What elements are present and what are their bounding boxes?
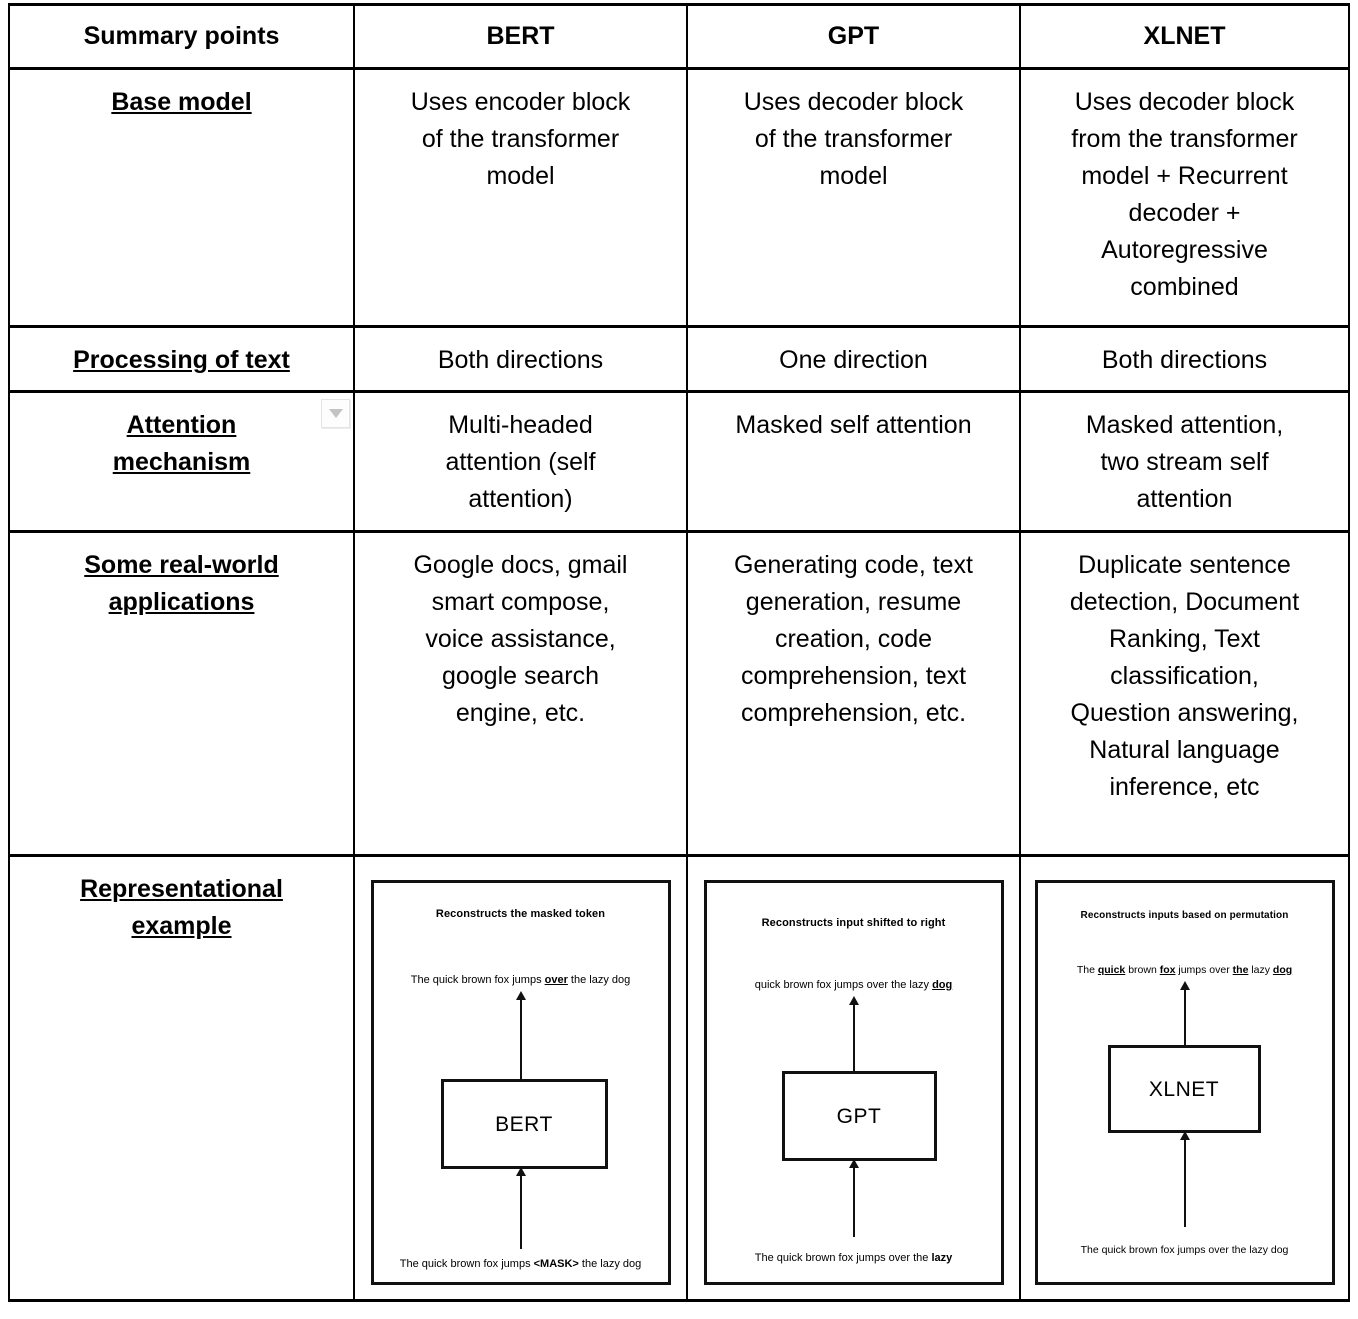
table-row: Base model Uses encoder block of the tra… <box>8 67 1350 328</box>
xlnet-diagram: Reconstructs inputs based on permutation… <box>1034 880 1335 1285</box>
down-triangle-icon <box>328 409 343 418</box>
row-label-representational-example: Representational example <box>8 854 355 1302</box>
cell-applications-bert: Google docs, gmail smart compose, voice … <box>353 530 688 857</box>
up-arrow-icon <box>519 1169 522 1249</box>
cell-base-model-gpt: Uses decoder block of the transformer mo… <box>686 67 1021 328</box>
gpt-model-box: GPT <box>781 1071 937 1161</box>
row-label-processing-of-text: Processing of text <box>8 325 355 393</box>
bert-diagram: Reconstructs the masked token The quick … <box>370 880 671 1285</box>
table-row: Representational example Reconstructs th… <box>8 854 1350 1302</box>
row-label-base-model: Base model <box>8 67 355 328</box>
header-gpt: GPT <box>686 3 1021 70</box>
cell-attention-gpt: Masked self attention <box>686 390 1021 533</box>
bert-model-box: BERT <box>440 1079 608 1169</box>
table-header-row: Summary points BERT GPT XLNET <box>8 3 1350 70</box>
header-bert: BERT <box>353 3 688 70</box>
cell-attention-bert: Multi-headed attention (self attention) <box>353 390 688 533</box>
cell-processing-gpt: One direction <box>686 325 1021 393</box>
table-row: Some real-world applications Google docs… <box>8 530 1350 857</box>
diagram-title: Reconstructs input shifted to right <box>761 917 946 929</box>
up-arrow-icon <box>1183 983 1186 1045</box>
cell-base-model-bert: Uses encoder block of the transformer mo… <box>353 67 688 328</box>
header-xlnet: XLNET <box>1019 3 1350 70</box>
header-summary-points: Summary points <box>8 3 355 70</box>
diagram-input-sentence: The quick brown fox jumps over the lazy <box>754 1252 953 1264</box>
table-row: Processing of text Both directions One d… <box>8 325 1350 393</box>
up-arrow-icon <box>852 1161 855 1237</box>
table-row: Attention mechanism Multi-headed attenti… <box>8 390 1350 533</box>
up-arrow-icon <box>519 993 522 1079</box>
cell-applications-xlnet: Duplicate sentence detection, Document R… <box>1019 530 1350 857</box>
cell-processing-xlnet: Both directions <box>1019 325 1350 393</box>
diagram-output-sentence: quick brown fox jumps over the lazy dog <box>754 979 953 991</box>
cell-example-xlnet: Reconstructs inputs based on permutation… <box>1019 854 1350 1302</box>
cell-base-model-xlnet: Uses decoder block from the transformer … <box>1019 67 1350 328</box>
cell-example-bert: Reconstructs the masked token The quick … <box>353 854 688 1302</box>
model-label: GPT <box>836 1104 882 1128</box>
cell-attention-xlnet: Masked attention, two stream self attent… <box>1019 390 1350 533</box>
cell-applications-gpt: Generating code, text generation, resume… <box>686 530 1021 857</box>
model-label: BERT <box>495 1112 553 1136</box>
gpt-diagram: Reconstructs input shifted to right quic… <box>703 880 1004 1285</box>
diagram-output-sentence: The quick brown fox jumps over the lazy … <box>1076 964 1293 976</box>
cell-processing-bert: Both directions <box>353 325 688 393</box>
row-label-attention-mechanism: Attention mechanism <box>8 390 355 533</box>
xlnet-model-box: XLNET <box>1107 1045 1261 1133</box>
up-arrow-icon <box>1183 1133 1186 1227</box>
diagram-input-sentence: The quick brown fox jumps over the lazy … <box>1080 1244 1289 1256</box>
diagram-output-sentence: The quick brown fox jumps over the lazy … <box>410 974 631 986</box>
model-label: XLNET <box>1148 1077 1220 1101</box>
row-label-applications: Some real-world applications <box>8 530 355 857</box>
diagram-title: Reconstructs inputs based on permutation <box>1080 910 1289 921</box>
diagram-title: Reconstructs the masked token <box>435 908 606 920</box>
dropdown-arrow-icon[interactable] <box>321 399 350 428</box>
up-arrow-icon <box>852 998 855 1071</box>
comparison-table: Summary points BERT GPT XLNET Base model… <box>8 3 1350 1302</box>
diagram-input-sentence: The quick brown fox jumps <MASK> the laz… <box>399 1258 642 1270</box>
cell-example-gpt: Reconstructs input shifted to right quic… <box>686 854 1021 1302</box>
